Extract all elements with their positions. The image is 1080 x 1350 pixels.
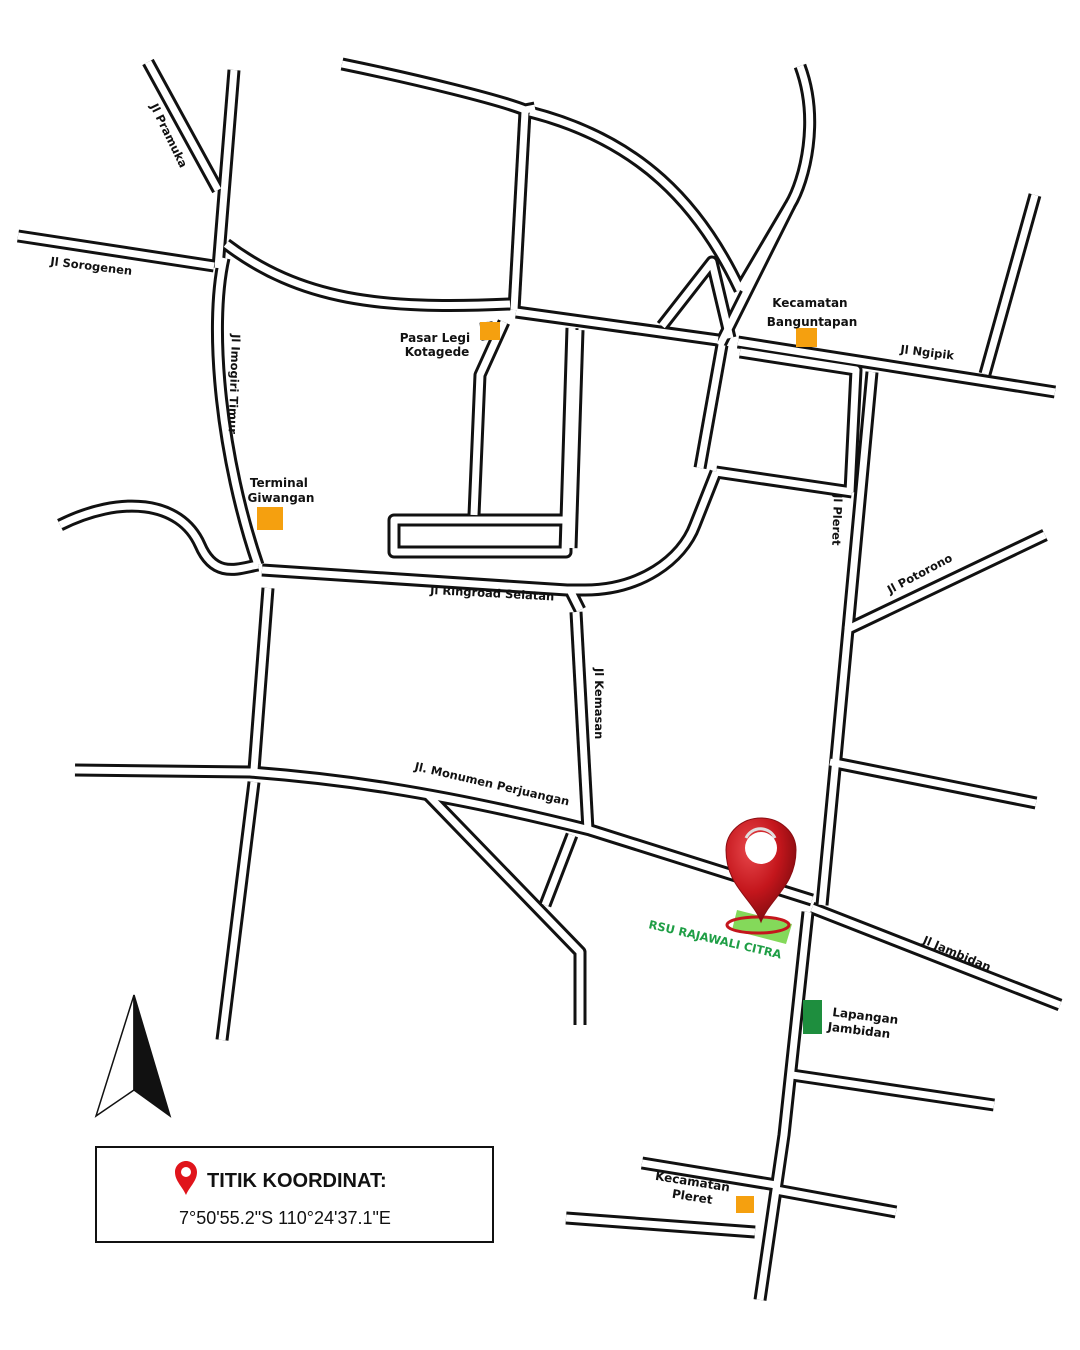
- road-west-curve-fill: [58, 502, 259, 573]
- place-label-lapangan-jambidan: Lapangan Jambidan: [826, 1005, 903, 1043]
- place-label-terminal-giwangan: Terminal Giwangan: [248, 476, 315, 505]
- road-label-jl-pleret: Jl Pleret: [829, 493, 845, 546]
- road-ringroad-east-fill: [715, 468, 853, 496]
- north-arrow-icon: [94, 994, 172, 1118]
- road-imogiri-south-fill: [250, 587, 272, 771]
- place-label-pasar-legi: Pasar Legi Kotagede: [400, 331, 475, 359]
- road-pleret-south-fill: [756, 911, 812, 1301]
- location-pin-icon: [175, 1161, 197, 1195]
- lapangan-jambidan-marker: [803, 1000, 822, 1034]
- road-east-block-fill: [739, 348, 860, 493]
- road-east-side-1-fill: [829, 758, 1037, 807]
- road-pleret-east-fill: [775, 1186, 897, 1216]
- pasar-legi-marker: [480, 322, 500, 340]
- road-label-jl-kemasan: Jl Kemasan: [592, 667, 606, 739]
- road-monumen-diag: [423, 790, 587, 1025]
- road-kotagede-inner-east-fill: [561, 327, 576, 553]
- road-kotagede-arc-fill: [223, 241, 511, 310]
- road-lapangan-jambidan-fill: [791, 1071, 995, 1109]
- coordinate-value: 7°50'55.2"S 110°24'37.1"E: [179, 1208, 391, 1228]
- terminal-giwangan-marker: [257, 507, 283, 530]
- road-pleret-north-fill: [696, 344, 726, 469]
- kecamatan-pleret-marker: [736, 1196, 754, 1213]
- coordinate-title: TITIK KOORDINAT:: [207, 1170, 387, 1192]
- road-east-block: [739, 345, 863, 493]
- road-label-jl-ringroad-selatan: Jl Ringroad Selatan: [429, 583, 555, 604]
- road-imogiri-north-fill: [214, 69, 238, 269]
- road-pleret-market-fill: [641, 1159, 777, 1189]
- road-jl-potorono-fill: [844, 531, 1047, 634]
- road-northwest-diag-fill: [341, 60, 536, 114]
- kecamatan-banguntapan-marker: [796, 328, 817, 347]
- road-pasar-legi-access-fill: [470, 320, 508, 516]
- road-jl-monumen-perjuangan-fill: [74, 766, 814, 904]
- road-jl-ngipik-fill: [737, 338, 1056, 396]
- road-jl-kemasan-fill: [572, 611, 592, 831]
- road-triangle-fill: [659, 258, 734, 339]
- road-jl-sorogenen-fill: [17, 232, 215, 270]
- road-monumen-branch-fill: [541, 833, 576, 907]
- road-kotagede-arc: [222, 238, 511, 313]
- road-kotagede-north-fill: [510, 111, 529, 311]
- road-jl-monumen-perjuangan: [74, 763, 814, 907]
- road-label-jl-ngipik: Jl Ngipik: [899, 342, 955, 363]
- road-jl-pleret-fill: [818, 371, 876, 906]
- road-jl-jambidan-fill: [810, 904, 1062, 1009]
- road-monumen-diag-fill: [425, 792, 584, 1025]
- road-rectangle-block: [387, 513, 573, 559]
- road-ringroad-selatan-fill: [261, 470, 720, 594]
- map-pin-icon[interactable]: [725, 817, 797, 935]
- road-pleret-southwest-fill: [565, 1214, 756, 1236]
- road-imogiri-curve-fill: [213, 257, 262, 567]
- road-ringroad-mid-fill: [566, 588, 584, 612]
- road-banguntapan-south-fill: [716, 203, 794, 347]
- coordinate-box: TITIK KOORDINAT: 7°50'55.2"S 110°24'37.1…: [95, 1146, 494, 1243]
- road-kotagede-inner-west-fill: [567, 329, 582, 549]
- road-network: [17, 57, 1063, 1301]
- road-banguntapan-north-fill: [736, 64, 814, 292]
- road-jl-pramuka-fill: [144, 60, 222, 192]
- road-imogiri-far-south-fill: [218, 781, 258, 1041]
- road-rectangle-block-fill: [390, 516, 570, 556]
- road-north-curve-fill: [529, 108, 744, 292]
- road-jl-ngipik-branch-fill: [981, 194, 1039, 375]
- road-label-jl-imogiri-timur: Jl Imogiri Timur: [226, 333, 244, 435]
- place-label-kecamatan-banguntapan: Kecamatan Banguntapan: [767, 296, 858, 329]
- road-jl-ngipik-west-fill: [515, 308, 719, 344]
